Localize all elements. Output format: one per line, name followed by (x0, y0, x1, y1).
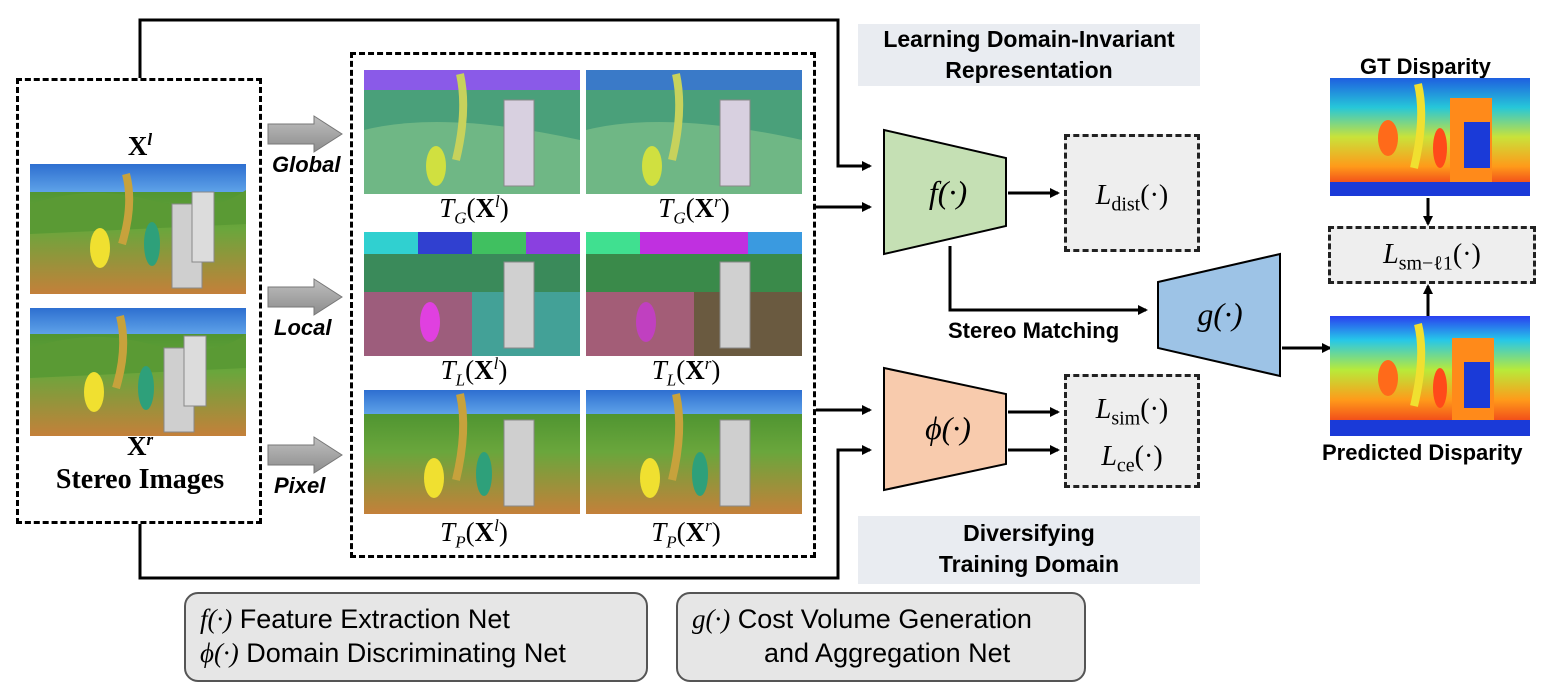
l-sim-term: Lsim(·) (1095, 394, 1169, 430)
global-right-image (586, 70, 802, 194)
l-ce-term: Lce(·) (1101, 440, 1163, 477)
augmented-images-box (350, 52, 816, 558)
tg-right-caption: TG(Xr) (658, 192, 730, 228)
gt-disparity-image (1330, 78, 1530, 196)
legend-g-row: g(·) Cost Volume Generation (692, 604, 1032, 634)
tp-left-caption: TP(Xl) (440, 516, 508, 552)
left-image-label: Xl (127, 130, 153, 161)
left-stereo-image (30, 164, 246, 294)
local-left-image (364, 232, 580, 356)
gt-disparity-label: GT Disparity (1360, 54, 1491, 79)
stereo-images-caption: Stereo Images (55, 464, 225, 495)
l-sim-ce-box: Lsim(·) Lce(·) (1064, 374, 1200, 488)
diversifying-heading: Diversifying Training Domain (858, 516, 1200, 584)
local-right-image (586, 232, 802, 356)
g-net (1157, 252, 1281, 378)
legend-g-row-2: and Aggregation Net (764, 638, 1011, 668)
predicted-disparity-label: Predicted Disparity (1322, 440, 1523, 465)
tl-left-caption: TL(Xl) (440, 354, 508, 390)
pixel-left-image (364, 390, 580, 514)
tl-right-caption: TL(Xr) (651, 354, 721, 390)
local-arrow-icon (267, 278, 343, 316)
tp-right-caption: TP(Xr) (651, 516, 721, 552)
pixel-label: Pixel (274, 473, 326, 498)
right-stereo-image (30, 308, 246, 436)
global-arrow-icon (267, 115, 343, 153)
global-left-image (364, 70, 580, 194)
legend-f-phi: f(·) Feature Extraction Net ϕ(·) Domain … (184, 592, 648, 682)
global-label: Global (272, 152, 341, 177)
learning-heading: Learning Domain-Invariant Representation (858, 24, 1200, 86)
predicted-disparity-image (1330, 316, 1530, 436)
l-sm-box: Lsm−ℓ1(·) (1328, 226, 1536, 284)
local-label: Local (274, 315, 332, 340)
legend-f-row: f(·) Feature Extraction Net (200, 604, 510, 634)
stereo-images-box (16, 78, 262, 524)
stereo-matching-label: Stereo Matching (948, 318, 1120, 343)
phi-net-label: ϕ(·) (925, 410, 971, 446)
legend-phi-row: ϕ(·) Domain Discriminating Net (200, 638, 566, 668)
phi-net (883, 366, 1007, 492)
l-dist-box: Ldist(·) (1064, 134, 1200, 252)
legend-g: g(·) Cost Volume Generation and Aggregat… (676, 592, 1086, 682)
f-net-label: f(·) (928, 174, 968, 210)
right-image-label: Xr (126, 430, 154, 461)
tg-left-caption: TG(Xl) (439, 192, 509, 228)
g-net-label: g(·) (1197, 296, 1243, 332)
pixel-right-image (586, 390, 802, 514)
f-net (883, 128, 1007, 256)
pixel-arrow-icon (267, 436, 343, 474)
